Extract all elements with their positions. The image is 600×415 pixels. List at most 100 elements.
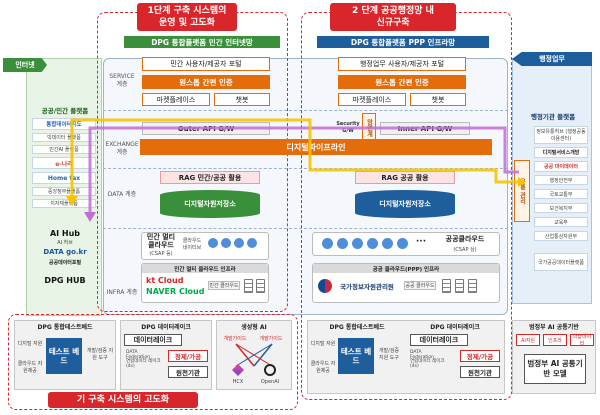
cloud-settings-icon <box>397 238 408 249</box>
naver-cloud-logo: NAVER Cloud <box>146 287 205 296</box>
private-auth-bar: 원스톱 간편 인증 <box>142 75 270 89</box>
private-banner-line2: 운영 및 고도화 <box>159 18 215 28</box>
server-icon <box>244 279 253 293</box>
server-icon <box>455 279 464 293</box>
cloud-settings-icon <box>352 238 363 249</box>
public-resource-store: 디지털자원저장소 <box>355 190 455 218</box>
nirs-label: 국가정보자원관리원 <box>340 283 394 291</box>
public-private-platform-title: 공공/민간 플랫폼 <box>41 107 89 115</box>
layer-divider <box>103 110 508 111</box>
public-platform-title: DPG 통합플랫폼 PPP 인프라망 <box>317 36 489 48</box>
server-icon <box>442 279 451 293</box>
cloud-settings-icon <box>322 238 333 249</box>
private-stage-banner: 1단계 구축 시스템의 운영 및 고도화 <box>137 3 237 31</box>
public-auth-bar: 원스톱 간편 인증 <box>338 75 466 89</box>
cloud-settings-icon <box>382 238 393 249</box>
public-chatbot: 챗봇 <box>410 93 466 106</box>
gov-ai-resource: 학습데이터 <box>570 334 594 347</box>
legacy-banner: 기 구축 시스템의 고도화 <box>48 392 198 408</box>
private-resource-store: 디지털자원저장소 <box>160 190 260 218</box>
datagokr-logo: DATA go.kr <box>43 248 87 256</box>
public-marketplace: 마켓플레이스 <box>338 93 406 106</box>
private-datalake-box: 데이터레이크 <box>124 334 182 346</box>
public-source-box: 원천기관 <box>460 366 500 378</box>
private-testbed-box: 테스트 베드 <box>46 338 82 374</box>
service-layer-label: SERVICE 계층 <box>109 73 135 88</box>
cloud-resource-label: 클라우드 자원제공 <box>17 361 43 374</box>
list-item: 산업통상자원부 <box>534 231 588 241</box>
gov-ai-resource: 인프라 <box>543 334 567 346</box>
list-item: e-나라 <box>32 157 96 169</box>
private-infra-title: 민간 멀티 클라우드 인프라 <box>142 264 268 273</box>
private-cloud-native: 클라우드 네이티브 <box>182 238 202 251</box>
public-virtual-lake-label: 연합데이터 레이크(4s) <box>410 359 445 369</box>
private-refine-box: 정제/가공 <box>168 350 208 362</box>
server-icon <box>468 279 477 293</box>
list-item: Home tax <box>32 172 96 184</box>
private-rag-box: RAG 민간/공공 활용 <box>160 171 260 184</box>
arrow-head-icon <box>518 177 526 187</box>
cloud-settings-icon <box>247 238 257 248</box>
private-chatbot: 챗봇 <box>214 93 270 106</box>
aihub-caption: AI 허브 <box>57 240 73 246</box>
yellow-flow-line <box>70 118 518 198</box>
arrow-head-icon <box>84 212 96 222</box>
cloud-settings-icon <box>208 238 218 248</box>
aihub-logo: AI Hub <box>49 229 81 238</box>
private-multicloud-sub: (CSAP 등) <box>149 250 173 257</box>
layer-divider <box>103 228 508 229</box>
public-datalake-box: 데이터레이크 <box>410 334 468 346</box>
hcx-label: HCX <box>232 379 244 385</box>
internet-header: 인터넷 <box>3 58 47 72</box>
security-gateway-label: Security G/W <box>336 121 360 134</box>
public-refine-box: 정제/가공 <box>460 350 500 362</box>
public-cloud-label: 공공 클라우드 <box>404 281 436 290</box>
server-icon <box>256 279 265 293</box>
infra-layer-label: INFRA 계층 <box>106 289 138 296</box>
list-item: 행정안전부 <box>534 175 588 185</box>
list-item: 민간AI 플랫폼 <box>32 145 96 154</box>
gov-ai-base-model: 범정부 AI 공통기반 모델 <box>524 354 586 384</box>
private-banner-line1: 1단계 구축 시스템의 <box>147 6 227 16</box>
genai-links <box>235 343 273 367</box>
distribution-management-label: 유통 관리 <box>514 160 530 222</box>
private-datalake-title: DPG 데이터레이크 <box>141 323 191 331</box>
list-item: 교육부 <box>534 217 588 227</box>
list-item: 국토교통부 <box>534 189 588 199</box>
dpghub-logo: DPG HUB <box>44 275 86 285</box>
public-federation-label: DATA Federation <box>410 350 434 360</box>
private-testbed-title: DPG 통합테스트베드 <box>37 323 93 331</box>
public-digital-resource-label: 디지털 자원 <box>310 340 336 347</box>
arrow-head-icon <box>66 196 78 206</box>
list-item: 국가공공데이터플랫폼 <box>534 253 588 271</box>
private-platform-title: DPG 통합플랫폼 민간 인터넷망 <box>124 36 280 48</box>
purple-flow-line <box>88 126 519 214</box>
data-layer-label: DATA 계층 <box>107 191 137 198</box>
private-cloud-label: 민간 클라우드 <box>208 281 240 290</box>
gov-ai-resources: AI자원 인프라 학습데이터 <box>516 334 594 347</box>
admin-work-header: 행정업무 <box>512 52 592 66</box>
cloud-settings-icon <box>234 238 244 248</box>
list-item: 보건복지부 <box>534 203 588 213</box>
list-item: 중앙정부플랫폼 <box>32 187 96 196</box>
distribution-management-text: 유통 관리 <box>518 177 526 205</box>
right-platform-list: 정보유통허브 (행정공동이용센터) 디지털서비스개방 공공 마이데이터 행정안전… <box>534 126 588 271</box>
public-testbed-title: DPG 통합테스트베드 <box>329 323 385 331</box>
openai-label: OpenAI <box>260 379 280 385</box>
left-platform-list: 통합데이터지도 빅데이터 플랫폼 민간AI 플랫폼 e-나라 Home tax … <box>32 118 96 211</box>
cloud-settings-icon <box>367 238 378 249</box>
gov-ai-resource: AI자원 <box>516 334 540 346</box>
digital-pipeline-bar: 디지털파이프라인 <box>140 139 492 155</box>
cloud-settings-icon <box>221 238 231 248</box>
list-item: 지자체플랫폼 <box>32 199 96 208</box>
cloud-settings-icon <box>337 238 348 249</box>
public-infra-title: 공공 클라우드(PPP) 인프라 <box>313 264 499 273</box>
list-item: 정보유통허브 (행정공동이용센터) <box>534 126 588 144</box>
private-source-box: 원천기관 <box>168 366 208 378</box>
public-datalake-title: DPG 데이터레이크 <box>430 323 480 331</box>
public-banner-line2: 신규구축 <box>376 18 410 28</box>
private-dev-tools: 개발/검증 지원 도구 <box>86 348 114 361</box>
government-emblem-icon <box>318 279 332 293</box>
dev-guide-label: 개발가이드 <box>223 335 247 342</box>
layer-divider <box>103 168 508 169</box>
